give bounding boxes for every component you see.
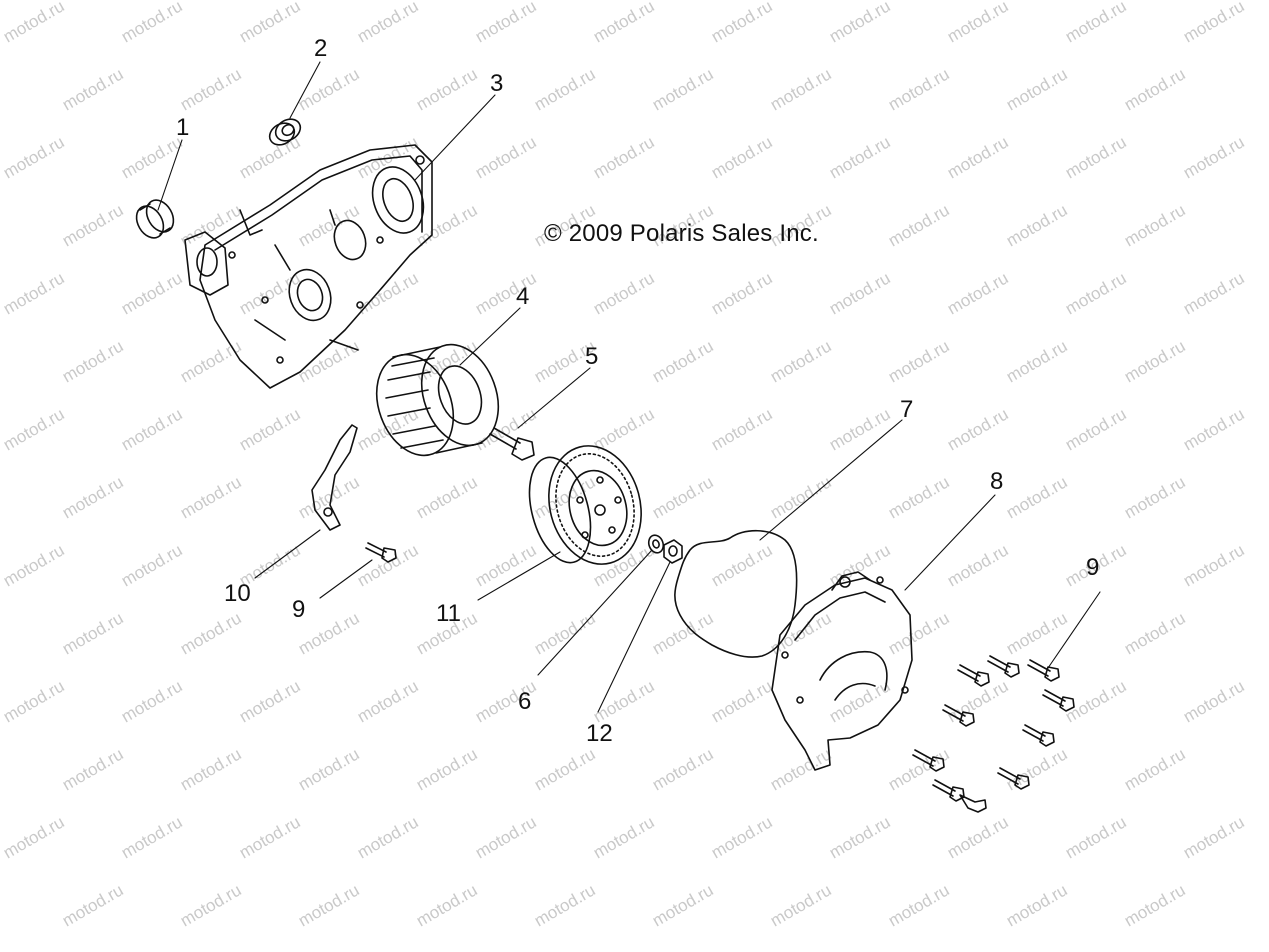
part-5-bolt [489,427,535,461]
callout-5: 5 [585,343,599,370]
leader-11 [477,551,561,601]
part-2-bearing [268,118,302,146]
callout-7: 7 [900,396,914,423]
leader-5 [517,367,591,429]
callout-2: 2 [314,35,328,62]
callout-11: 11 [436,600,461,627]
part-4-stator [375,343,500,457]
part-1-seal-ring [135,199,175,239]
part-12-nut [663,539,683,564]
leader-9-left [319,559,373,599]
callout-6: 6 [518,688,532,715]
callout-8: 8 [990,468,1004,495]
part-3-housing [184,144,433,389]
leader-9-right [1047,591,1101,669]
leader-7 [759,419,903,541]
part-10-bracket [311,424,358,531]
callout-1: 1 [176,114,190,141]
part-9-bolt-set [912,655,1075,813]
leader-8 [904,494,996,591]
leader-lines [157,61,1101,713]
part-7-gasket [674,529,798,658]
leader-10 [254,529,321,579]
part-11-flywheel [528,445,642,565]
part-6-washer [647,534,665,554]
callout-4: 4 [516,283,530,310]
callout-12: 12 [586,720,613,747]
copyright-notice: © 2009 Polaris Sales Inc. [544,220,819,247]
leader-6 [537,549,653,676]
callout-9-left: 9 [292,596,306,623]
callout-3: 3 [490,70,504,97]
callout-10: 10 [224,580,251,607]
callout-9-right: 9 [1086,554,1100,581]
leader-3 [414,94,496,181]
leader-2 [289,61,321,119]
part-8-stator-cover [771,571,913,771]
part-9-bolt-left [365,542,397,563]
leader-4 [459,307,521,366]
leader-1 [157,139,183,211]
leader-12 [597,561,671,713]
